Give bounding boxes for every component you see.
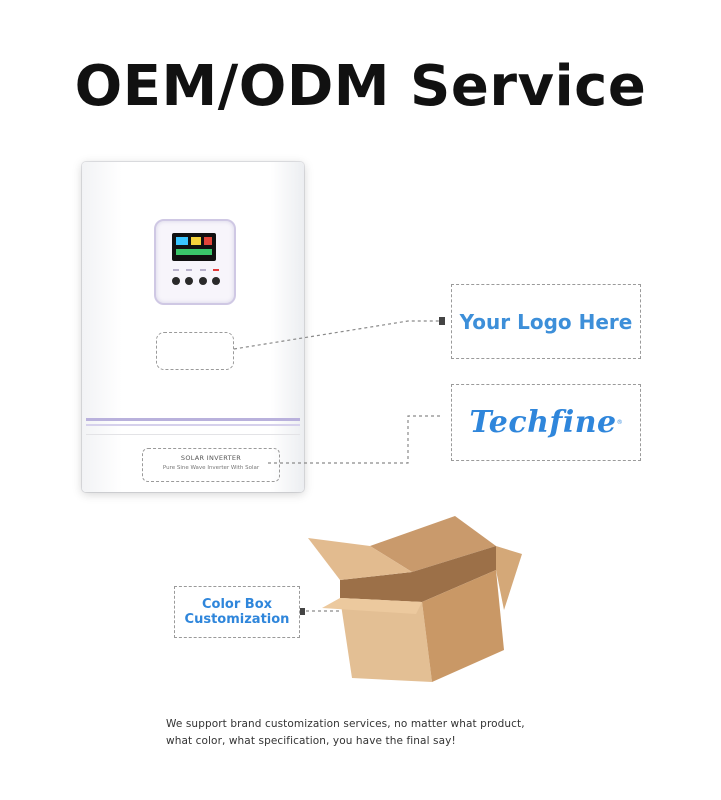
logo-area-outline	[156, 332, 234, 370]
color-box-line2: Customization	[184, 612, 290, 627]
logo-placeholder-text: Your Logo Here	[459, 309, 633, 334]
page-title: OEM/ODM Service	[74, 54, 647, 119]
lcd-screen	[172, 233, 216, 261]
product-label-title: SOLAR INVERTER	[180, 454, 242, 462]
footer-line2: what color, what specification, you have…	[166, 735, 456, 747]
brand-logo-text: Techfine	[469, 405, 617, 440]
logo-placeholder-box: Your Logo Here	[451, 284, 641, 359]
decor-stripe-thin	[86, 424, 300, 426]
footer-line1: We support brand customization services,…	[166, 718, 525, 730]
product-label-subtitle: Pure Sine Wave Inverter With Solar	[162, 465, 260, 471]
decor-stripe	[86, 418, 300, 421]
brand-logo-box: Techfine®	[451, 384, 641, 461]
status-leds	[173, 269, 219, 273]
registered-mark: ®	[616, 419, 623, 426]
solar-inverter-image: SOLAR INVERTER Pure Sine Wave Inverter W…	[82, 162, 304, 492]
control-panel	[154, 219, 236, 305]
product-label-outline: SOLAR INVERTER Pure Sine Wave Inverter W…	[142, 448, 280, 482]
panel-buttons	[172, 277, 220, 285]
cardboard-box-image	[308, 516, 522, 682]
footer-text: We support brand customization services,…	[166, 716, 586, 750]
color-box-line1: Color Box	[201, 597, 273, 612]
color-box-callout: Color Box Customization	[174, 586, 300, 638]
panel-divider	[86, 434, 300, 435]
